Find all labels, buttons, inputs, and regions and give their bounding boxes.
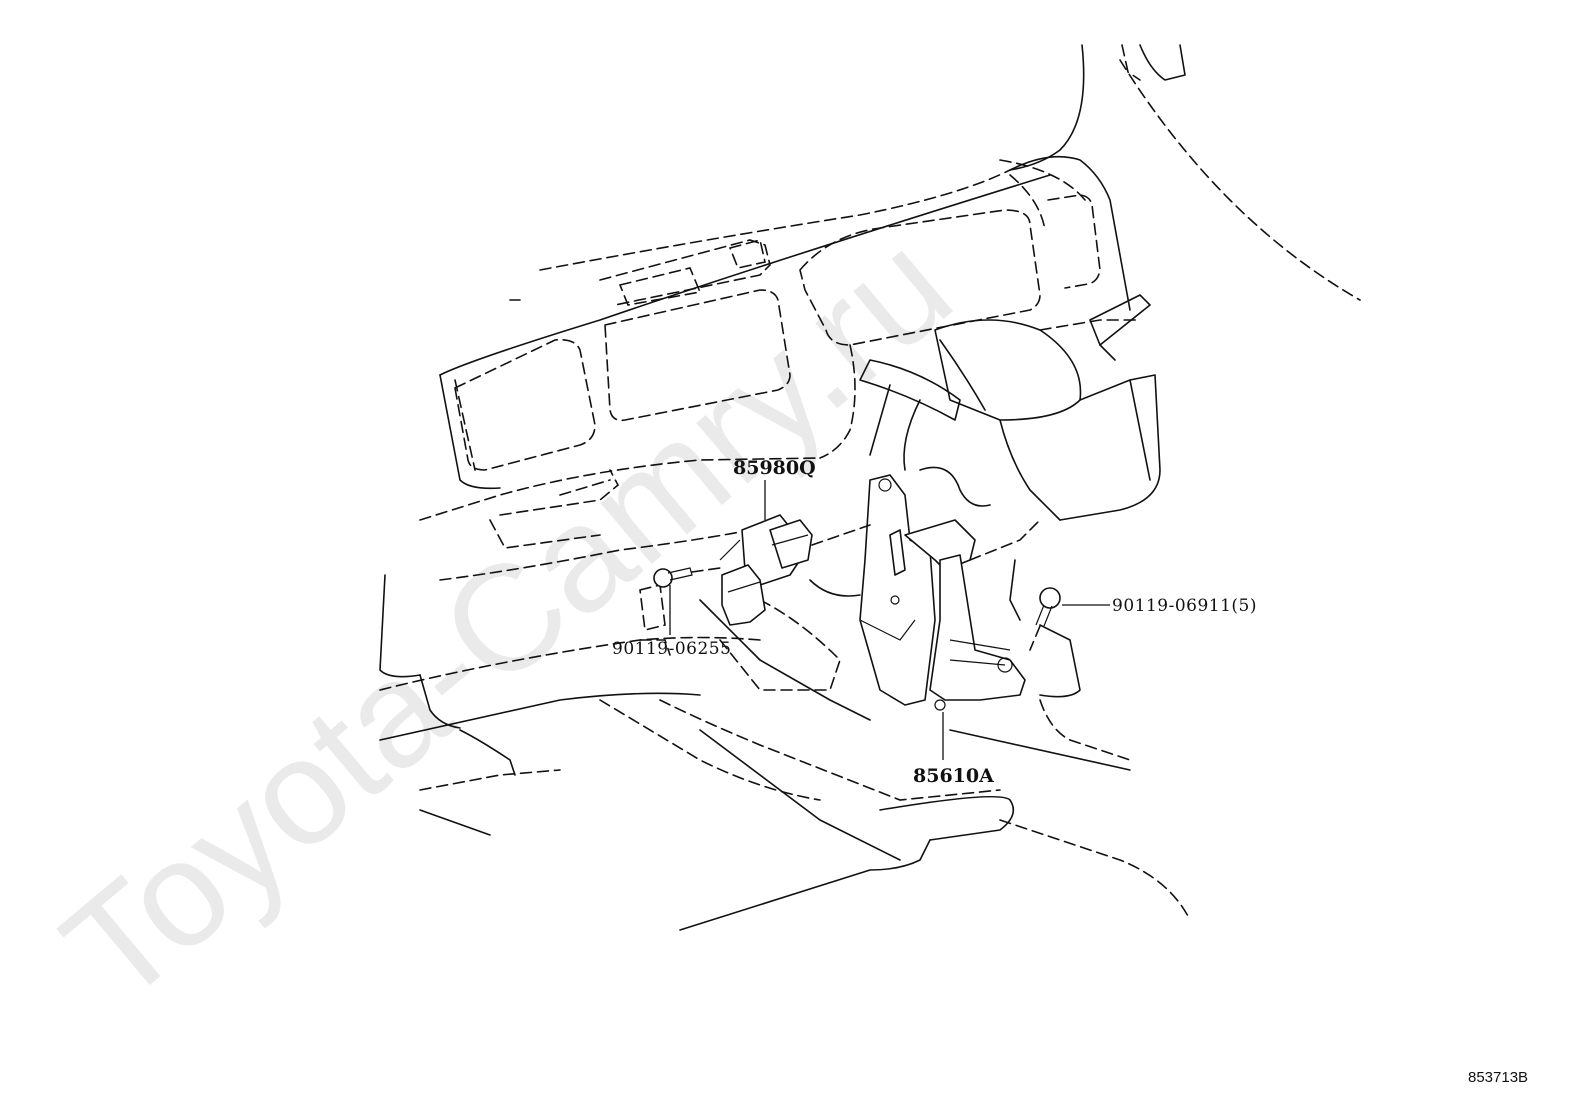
watermark-text: Toyota-Camry.ru xyxy=(33,200,982,1034)
bolt-90119-06255 xyxy=(653,567,721,588)
steering-column xyxy=(859,294,1161,521)
part-label-90119-06911: 90119-06911(5) xyxy=(1112,596,1257,616)
part-label-85980Q: 85980Q xyxy=(733,457,816,479)
leader-lines xyxy=(669,480,1110,760)
diagram-code: 853713B xyxy=(1468,1069,1528,1086)
pillar-outline xyxy=(1009,44,1361,301)
pedal-bracket-assembly xyxy=(859,474,1026,711)
instrument-panel xyxy=(419,155,1131,581)
floor-outline xyxy=(379,519,1191,931)
control-unit xyxy=(719,514,871,626)
bolt-90119-06911 xyxy=(1009,559,1081,698)
part-label-85610A: 85610A xyxy=(913,765,994,787)
part-label-90119-06255: 90119-06255 xyxy=(612,639,731,659)
